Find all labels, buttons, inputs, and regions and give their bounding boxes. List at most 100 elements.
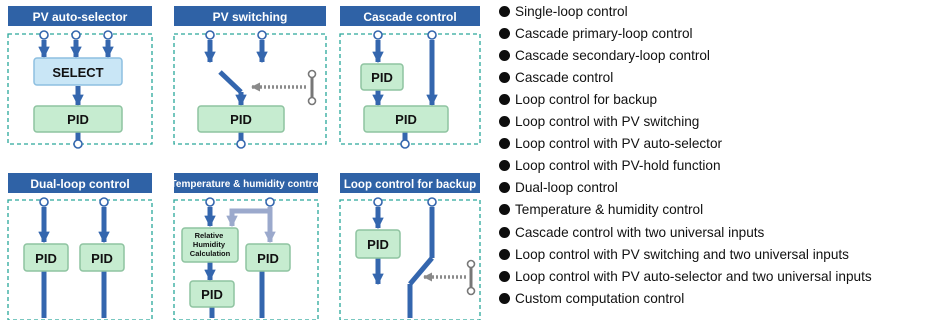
pid-label: PID	[257, 251, 279, 266]
diagram-loop-control-for-backup: Loop control for backup PID	[339, 173, 481, 320]
function-label: Loop control with PV auto-selector and t…	[515, 268, 872, 284]
diagram-temperature-humidity-control: Temperature & humidity control Relative …	[171, 173, 322, 320]
bullet-icon	[499, 270, 510, 282]
function-label: Cascade control	[515, 70, 614, 86]
diagram-frame	[339, 33, 481, 145]
function-list-item: Cascade secondary-loop control	[499, 48, 710, 63]
backup-arrows	[372, 207, 435, 318]
diagram-pv-auto-selector: PV auto-selector SELECT PID	[7, 6, 153, 149]
function-label: Loop control with PV auto-selector	[515, 136, 723, 152]
pid-label: PID	[395, 112, 417, 127]
bullet-icon	[499, 50, 510, 62]
function-label: Dual-loop control	[515, 180, 618, 196]
diagram-pv-switching: PV switching PID	[173, 6, 327, 149]
terminals	[39, 197, 109, 207]
switch-arrows	[204, 40, 268, 144]
diagram-title: Loop control for backup	[344, 179, 476, 191]
function-list-item: Cascade control with two universal input…	[499, 225, 764, 240]
pid-block	[33, 105, 123, 133]
diagram-title: PV switching	[213, 10, 288, 24]
diagram-cascade-control: Cascade control PID PID	[339, 6, 481, 149]
terminals	[205, 30, 267, 149]
select-label: SELECT	[52, 65, 103, 80]
pid-label: PID	[91, 251, 113, 266]
diagram-title: Dual-loop control	[30, 177, 129, 191]
diagram-header	[8, 6, 152, 26]
function-label: Loop control with PV-hold function	[515, 158, 721, 174]
diagram-title: PV auto-selector	[33, 10, 128, 24]
function-label: Loop control for backup	[515, 92, 658, 108]
diagram-frame	[339, 199, 481, 320]
function-label: Cascade control with two universal input…	[515, 224, 765, 240]
diagram-title: Temperature & humidity control	[171, 179, 322, 190]
bullet-icon	[499, 6, 510, 17]
bullet-icon	[499, 72, 510, 84]
diagram-header	[340, 6, 480, 26]
bullet-icon	[499, 226, 510, 238]
pid-label: PID	[67, 112, 89, 127]
terminals	[373, 197, 437, 207]
function-list-item: Cascade control	[499, 70, 613, 85]
diagram-header	[8, 173, 152, 193]
bullet-icon	[499, 116, 510, 128]
pid-label: PID	[230, 112, 252, 127]
function-label: Loop control with PV switching	[515, 114, 700, 130]
diagram-header	[174, 6, 326, 26]
function-label: Cascade secondary-loop control	[515, 48, 710, 64]
diagram-frame	[173, 33, 327, 145]
pid-block	[23, 243, 69, 272]
pid-block	[197, 105, 285, 133]
bullet-icon	[499, 94, 510, 106]
function-list-item: Loop control with PV auto-selector	[499, 136, 722, 151]
function-label: Cascade primary-loop control	[515, 26, 693, 42]
loop-arrows	[38, 207, 110, 318]
temp-arrows	[204, 207, 265, 318]
function-list-item: Loop control with PV switching	[499, 114, 699, 129]
pid-block	[245, 243, 291, 272]
function-label: Single-loop control	[515, 4, 628, 19]
function-list-item: Dual-loop control	[499, 180, 618, 195]
input-arrows	[38, 40, 114, 107]
cascade-arrows	[372, 40, 438, 107]
diagram-header	[174, 173, 318, 193]
bullet-icon	[499, 204, 510, 216]
diagram-title: Cascade control	[363, 10, 456, 24]
control-diagrams: PV auto-selector SELECT PID PV switching	[7, 6, 481, 320]
humidity-calculation-label: Relative Humidity Calculation	[190, 231, 231, 258]
function-list-item: Single-loop control	[499, 4, 628, 19]
function-list-item: Loop control with PV auto-selector and t…	[499, 269, 872, 284]
bullet-icon	[499, 138, 510, 150]
terminals	[373, 30, 437, 149]
select-block	[33, 57, 123, 86]
function-list-item: Loop control for backup	[499, 92, 657, 107]
input-terminals	[39, 30, 113, 149]
pid-label: PID	[367, 237, 389, 252]
bullet-icon	[499, 28, 510, 40]
pid-block	[355, 229, 401, 259]
function-label: Loop control with PV switching and two u…	[515, 246, 849, 262]
function-list-item: Temperature & humidity control	[499, 202, 703, 217]
humidity-feed	[226, 207, 276, 244]
pid-block-secondary	[363, 105, 449, 133]
diagram-header	[340, 173, 480, 193]
humidity-calculation-block	[181, 227, 239, 263]
function-list-item: Loop control with PV switching and two u…	[499, 247, 849, 262]
diagram-frame	[173, 199, 319, 320]
bullet-icon	[499, 182, 510, 194]
diagram-frame	[7, 199, 153, 320]
pid-label: PID	[35, 251, 57, 266]
pid-block	[79, 243, 125, 272]
function-list-item: Loop control with PV-hold function	[499, 158, 721, 173]
function-list-item: Cascade primary-loop control	[499, 26, 693, 41]
pid-block-primary	[360, 63, 404, 91]
function-label: Custom computation control	[515, 290, 685, 306]
function-label: Temperature & humidity control	[515, 202, 704, 218]
diagram-dual-loop-control: Dual-loop control PID PID	[7, 173, 153, 320]
bullet-icon	[499, 160, 510, 172]
terminals	[205, 197, 275, 207]
bullet-icon	[499, 292, 510, 304]
pid-label: PID	[371, 70, 393, 85]
pid-label: PID	[201, 287, 223, 302]
bullet-icon	[499, 248, 510, 260]
function-list-item: Custom computation control	[499, 291, 684, 306]
